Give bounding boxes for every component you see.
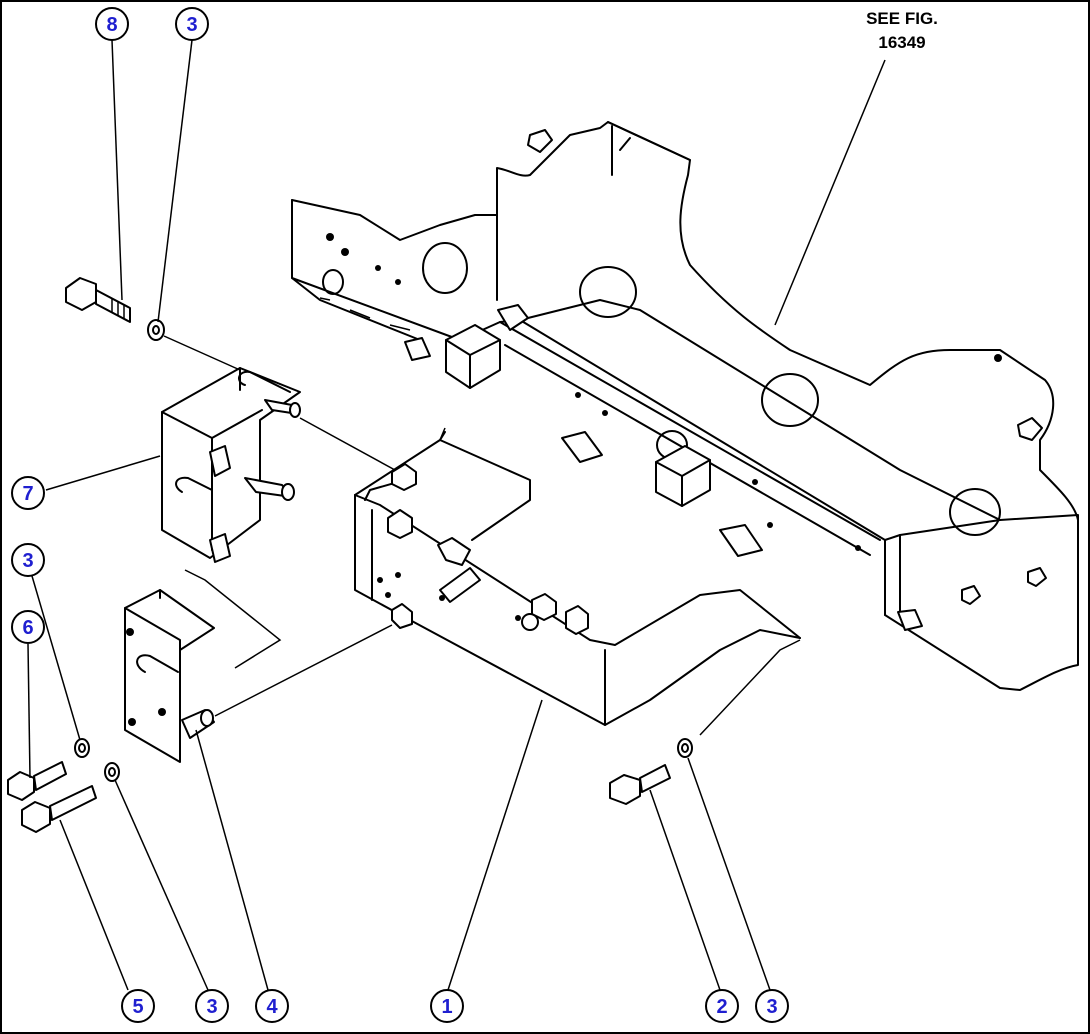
leader-lines	[27, 39, 886, 991]
callout-6[interactable]: 6	[11, 610, 45, 644]
callout-label: 3	[186, 14, 197, 36]
callout-label: 5	[132, 996, 143, 1018]
callout-label: 3	[766, 996, 777, 1018]
callout-circle	[11, 610, 45, 644]
callout-2[interactable]: 2	[705, 989, 739, 1023]
callout-circle	[705, 989, 739, 1023]
callout-circle	[121, 989, 155, 1023]
callout-label: 8	[106, 14, 117, 36]
lower-bracket-part-4	[124, 589, 215, 763]
callout-8-top[interactable]: 8	[95, 7, 129, 41]
note-line-2: 16349	[878, 33, 925, 52]
callout-circle	[11, 476, 45, 510]
callout-circle	[195, 989, 229, 1023]
note-line-1: SEE FIG.	[866, 9, 938, 28]
bracket-tray-part-1	[354, 431, 801, 726]
callout-circle	[255, 989, 289, 1023]
callout-3-left[interactable]: 3	[11, 543, 45, 577]
callout-circle	[95, 7, 129, 41]
fasteners	[7, 277, 693, 833]
callout-3-bottom-left[interactable]: 3	[195, 989, 229, 1023]
callout-label: 3	[206, 996, 217, 1018]
callout-1[interactable]: 1	[430, 989, 464, 1023]
callout-label: 4	[266, 996, 278, 1018]
callout-4[interactable]: 4	[255, 989, 289, 1023]
see-figure-note: SEE FIG. 16349	[866, 9, 938, 52]
callout-circle	[430, 989, 464, 1023]
callout-3-bottom-right[interactable]: 3	[755, 989, 789, 1023]
callout-5[interactable]: 5	[121, 989, 155, 1023]
callout-circle	[11, 543, 45, 577]
main-frame-rail	[291, 121, 1079, 691]
callout-7[interactable]: 7	[11, 476, 45, 510]
callout-label: 3	[22, 550, 33, 572]
bracket-plate-part-7	[161, 367, 301, 669]
callout-label: 2	[716, 996, 727, 1018]
callout-label: 1	[441, 996, 452, 1018]
callout-circle	[175, 7, 209, 41]
callout-3-top[interactable]: 3	[175, 7, 209, 41]
callout-label: 7	[22, 483, 33, 505]
assembly-lines	[163, 335, 801, 736]
callout-circle	[755, 989, 789, 1023]
callout-label: 6	[22, 617, 33, 639]
